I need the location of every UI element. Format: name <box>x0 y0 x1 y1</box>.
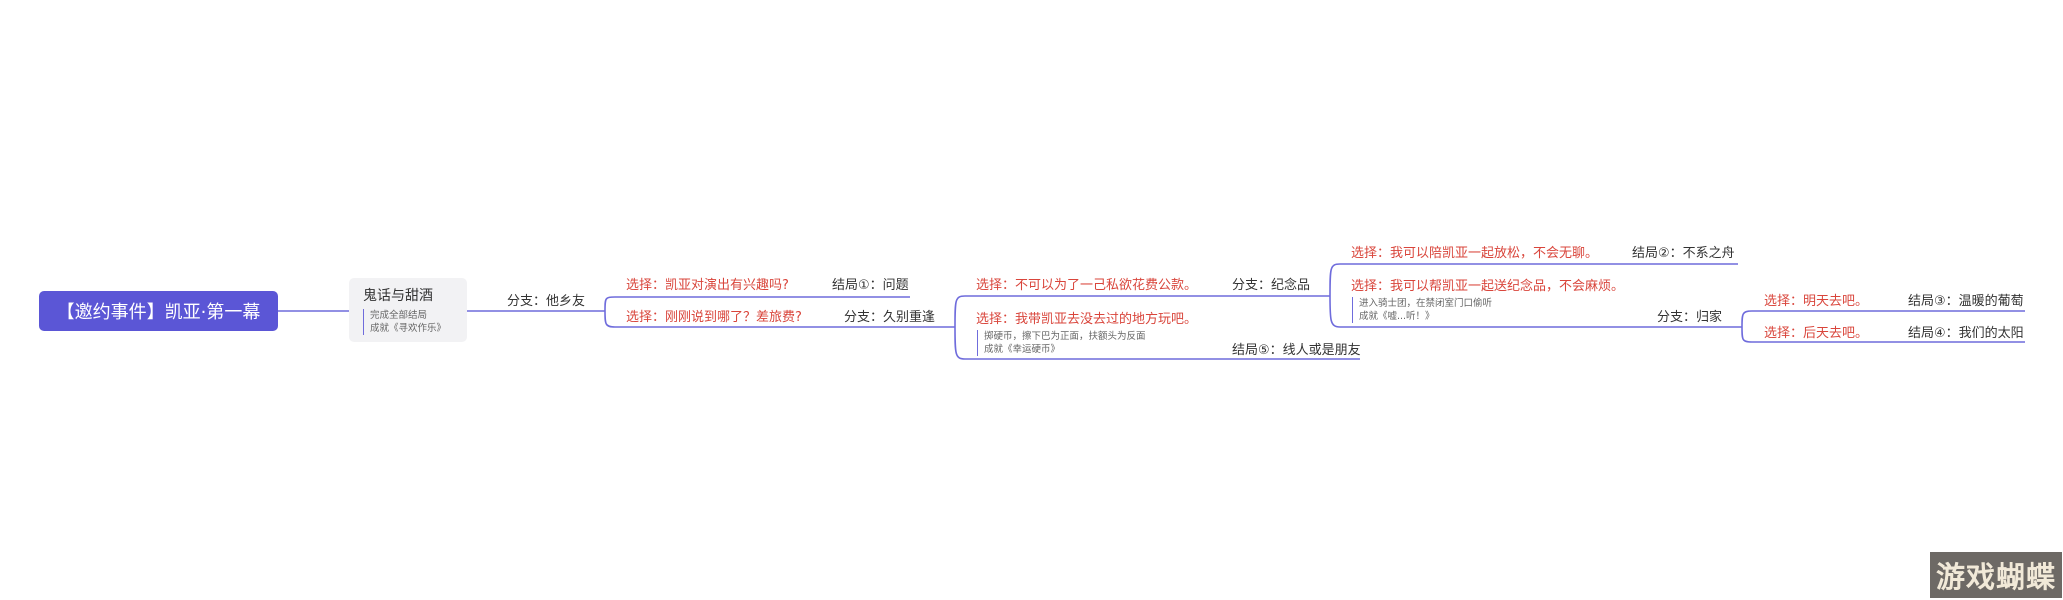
branch-reunion[interactable]: 分支：久别重逢 <box>844 310 936 325</box>
branch-gohome[interactable]: 分支：归家 <box>1657 310 1723 325</box>
card-note-line: 完成全部结局 <box>370 310 428 321</box>
choice-relax[interactable]: 选择：我可以陪凯亚一起放松，不会无聊。 <box>1351 246 1599 261</box>
knight-note: 进入骑士团，在禁闭室门口偷听 成就《嘘...听！》 <box>1352 297 1492 323</box>
root-node[interactable]: 【邀约事件】凯亚·第一幕 <box>39 291 278 331</box>
root-title: 【邀约事件】凯亚·第一幕 <box>56 302 261 323</box>
connector <box>1741 310 2025 328</box>
choice-gift[interactable]: 选择：我可以帮凯亚一起送纪念品，不会麻烦。 <box>1351 279 1625 294</box>
choice-tomorrow[interactable]: 选择：明天去吧。 <box>1764 294 1869 309</box>
card-node[interactable]: 鬼话与甜酒 完成全部结局 成就《寻欢作乐》 <box>349 278 467 342</box>
connector <box>954 326 1360 360</box>
choice-take[interactable]: 选择：我带凯亚去没去过的地方玩吧。 <box>976 312 1198 327</box>
connector <box>1741 326 2025 343</box>
connector <box>1329 295 1742 328</box>
knight-note-line: 成就《嘘...听！》 <box>1359 311 1435 322</box>
card-notes: 完成全部结局 成就《寻欢作乐》 <box>363 309 446 335</box>
choice-funds[interactable]: 选择：不可以为了一己私欲花费公款。 <box>976 278 1198 293</box>
ending-3[interactable]: 结局③：温暖的葡萄 <box>1908 294 2024 309</box>
watermark-logo: 游戏蝴蝶 <box>1930 552 2062 598</box>
ending-4[interactable]: 结局④：我们的太阳 <box>1908 326 2024 341</box>
connector <box>1329 263 1738 297</box>
choice-travel[interactable]: 选择：刚刚说到哪了？差旅费? <box>626 310 802 325</box>
choice-interest[interactable]: 选择：凯亚对演出有兴趣吗? <box>626 278 789 293</box>
knight-note-line: 进入骑士团，在禁闭室门口偷听 <box>1359 298 1493 309</box>
coin-note-line: 成就《幸运硬币》 <box>984 344 1061 355</box>
connector <box>954 295 1330 328</box>
branch-home[interactable]: 分支：他乡友 <box>507 294 586 309</box>
ending-1[interactable]: 结局①：问题 <box>832 278 909 293</box>
card-note-line: 成就《寻欢作乐》 <box>370 323 447 334</box>
connector <box>604 296 910 312</box>
branch-souvenir[interactable]: 分支：纪念品 <box>1232 278 1311 293</box>
ending-5[interactable]: 结局⑤：线人或是朋友 <box>1232 343 1361 358</box>
ending-2[interactable]: 结局②：不系之舟 <box>1632 246 1735 261</box>
watermark-text: 游戏蝴蝶 <box>1935 560 2056 594</box>
card-title: 鬼话与甜酒 <box>363 288 433 304</box>
connector <box>604 310 955 328</box>
choice-dayafter[interactable]: 选择：后天去吧。 <box>1764 326 1869 341</box>
coin-note-line: 掷硬币，擦下巴为正面，扶额头为反面 <box>984 331 1146 342</box>
coin-note: 掷硬币，擦下巴为正面，扶额头为反面 成就《幸运硬币》 <box>977 330 1146 356</box>
